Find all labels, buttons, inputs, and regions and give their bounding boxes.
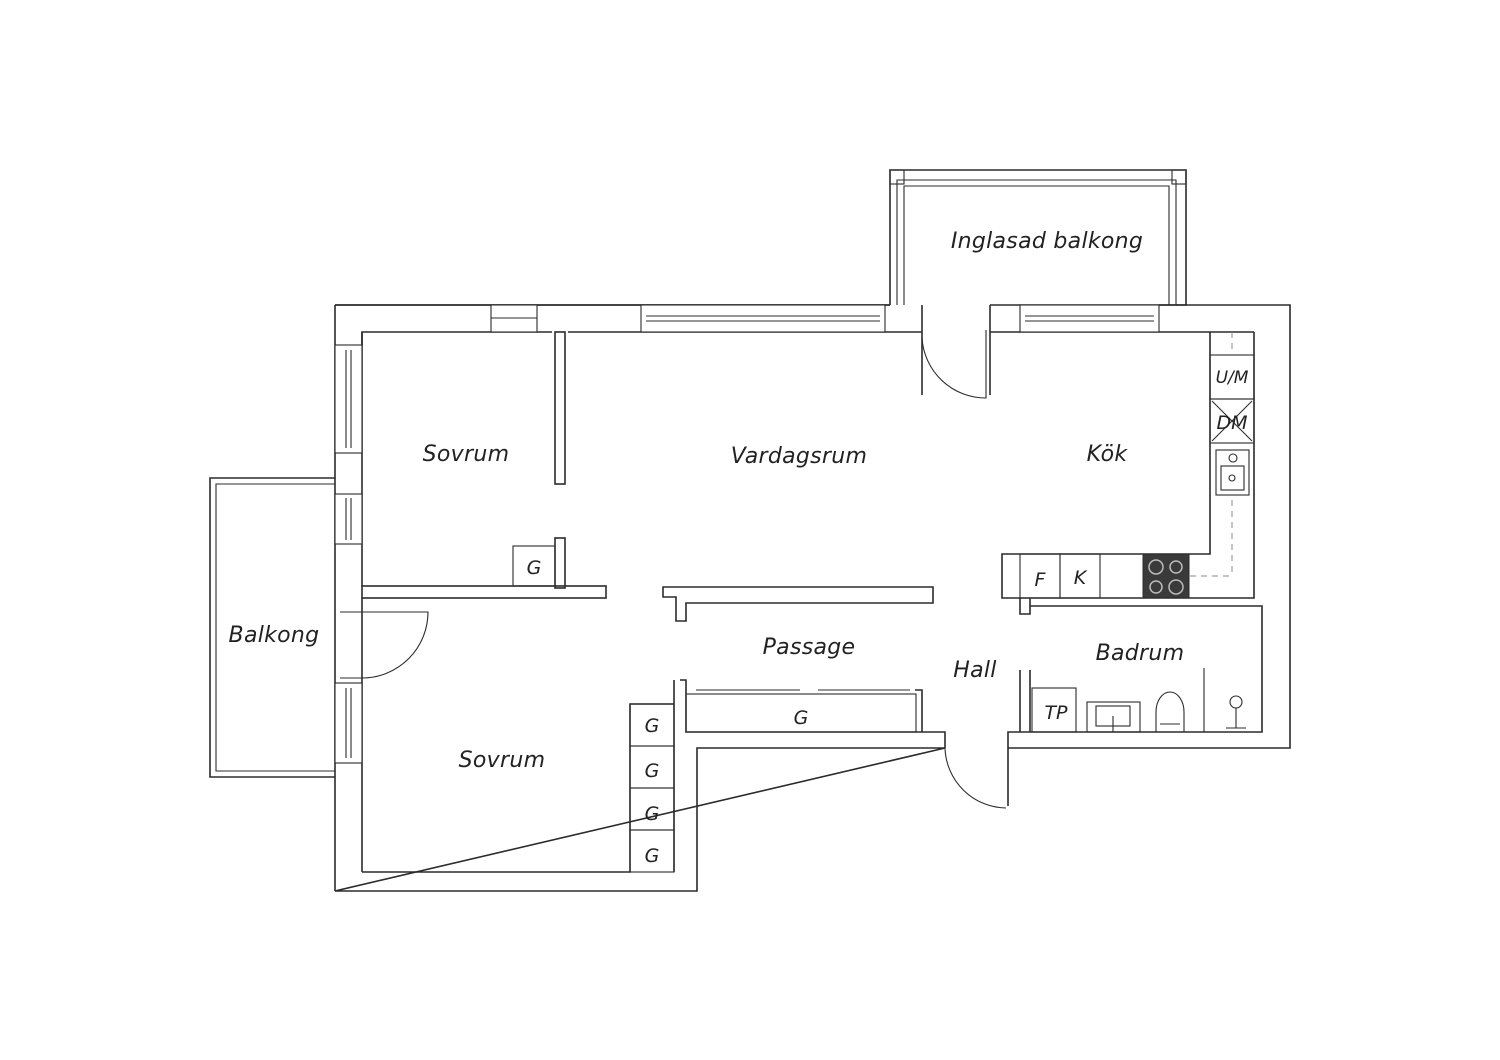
shower-head-icon xyxy=(1229,695,1243,709)
window-left-3 xyxy=(334,682,363,764)
glazed-balcony-glass xyxy=(896,179,1177,305)
label-g-sovrum-4: G xyxy=(645,845,660,867)
closet-passage xyxy=(685,693,917,733)
balcony-outline xyxy=(209,477,335,778)
window-left-1 xyxy=(334,344,363,454)
label-g-sovrum-1: G xyxy=(645,715,660,737)
label-sovrum-bottom: Sovrum xyxy=(459,748,546,773)
door-balcony-glazed xyxy=(921,330,987,399)
door-balcony-left xyxy=(361,611,429,679)
sink-basin xyxy=(1220,465,1245,491)
label-um: U/M xyxy=(1216,368,1249,388)
label-g-sovrum-2: G xyxy=(645,760,660,782)
label-k: K xyxy=(1074,567,1088,589)
stove-burner-4 xyxy=(1168,579,1184,595)
stove-burner-2 xyxy=(1169,560,1183,574)
stove-burner-1 xyxy=(1148,559,1164,575)
door-entrance xyxy=(944,747,1007,809)
window-kok xyxy=(1019,304,1160,333)
balcony-inner xyxy=(215,483,335,772)
label-g-sovrum-3: G xyxy=(645,803,660,825)
dm-diag-2 xyxy=(1211,400,1253,442)
closet-sovrum-top xyxy=(512,545,556,587)
label-hall: Hall xyxy=(953,658,996,683)
wall-bedrooms-divider xyxy=(361,585,607,599)
label-vardagsrum: Vardagsrum xyxy=(731,444,867,469)
label-balkong: Balkong xyxy=(229,623,320,648)
label-f: F xyxy=(1035,569,1047,591)
wall-passage-top xyxy=(662,586,934,622)
stove-burner-3 xyxy=(1149,580,1163,594)
inner-wall-kitchen-right xyxy=(1001,332,1255,599)
toilet-icon xyxy=(1155,691,1185,732)
glazed-balcony-corner-right xyxy=(1171,169,1187,185)
inner-wall-bottom-bedroom xyxy=(362,680,675,873)
label-g-sovrum-top: G xyxy=(527,557,542,579)
wall-sovrum-vardagsrum xyxy=(554,331,566,485)
sink-tap xyxy=(1228,453,1238,463)
window-vardagsrum xyxy=(640,304,886,333)
inner-wall-top xyxy=(361,331,552,345)
sink-drain xyxy=(1228,474,1236,482)
fridge xyxy=(1059,553,1101,599)
window-left-2 xyxy=(334,493,363,545)
closet-sovrum-4 xyxy=(629,829,675,873)
label-dm: DM xyxy=(1216,412,1247,434)
label-passage: Passage xyxy=(763,635,856,660)
label-g-passage: G xyxy=(794,707,809,729)
label-inglasad-balkong: Inglasad balkong xyxy=(951,229,1143,254)
label-tp: TP xyxy=(1044,702,1068,724)
label-kok: Kök xyxy=(1087,442,1129,467)
label-badrum: Badrum xyxy=(1096,641,1185,666)
dryer-tp xyxy=(1031,687,1077,733)
glazed-balcony-corner-left xyxy=(889,169,905,185)
sink-icon xyxy=(1215,449,1250,496)
wall-stub-g xyxy=(554,537,566,589)
wall-hall-badrum xyxy=(1007,598,1263,806)
label-sovrum-top: Sovrum xyxy=(423,442,510,467)
appliance-dm xyxy=(1209,398,1255,444)
